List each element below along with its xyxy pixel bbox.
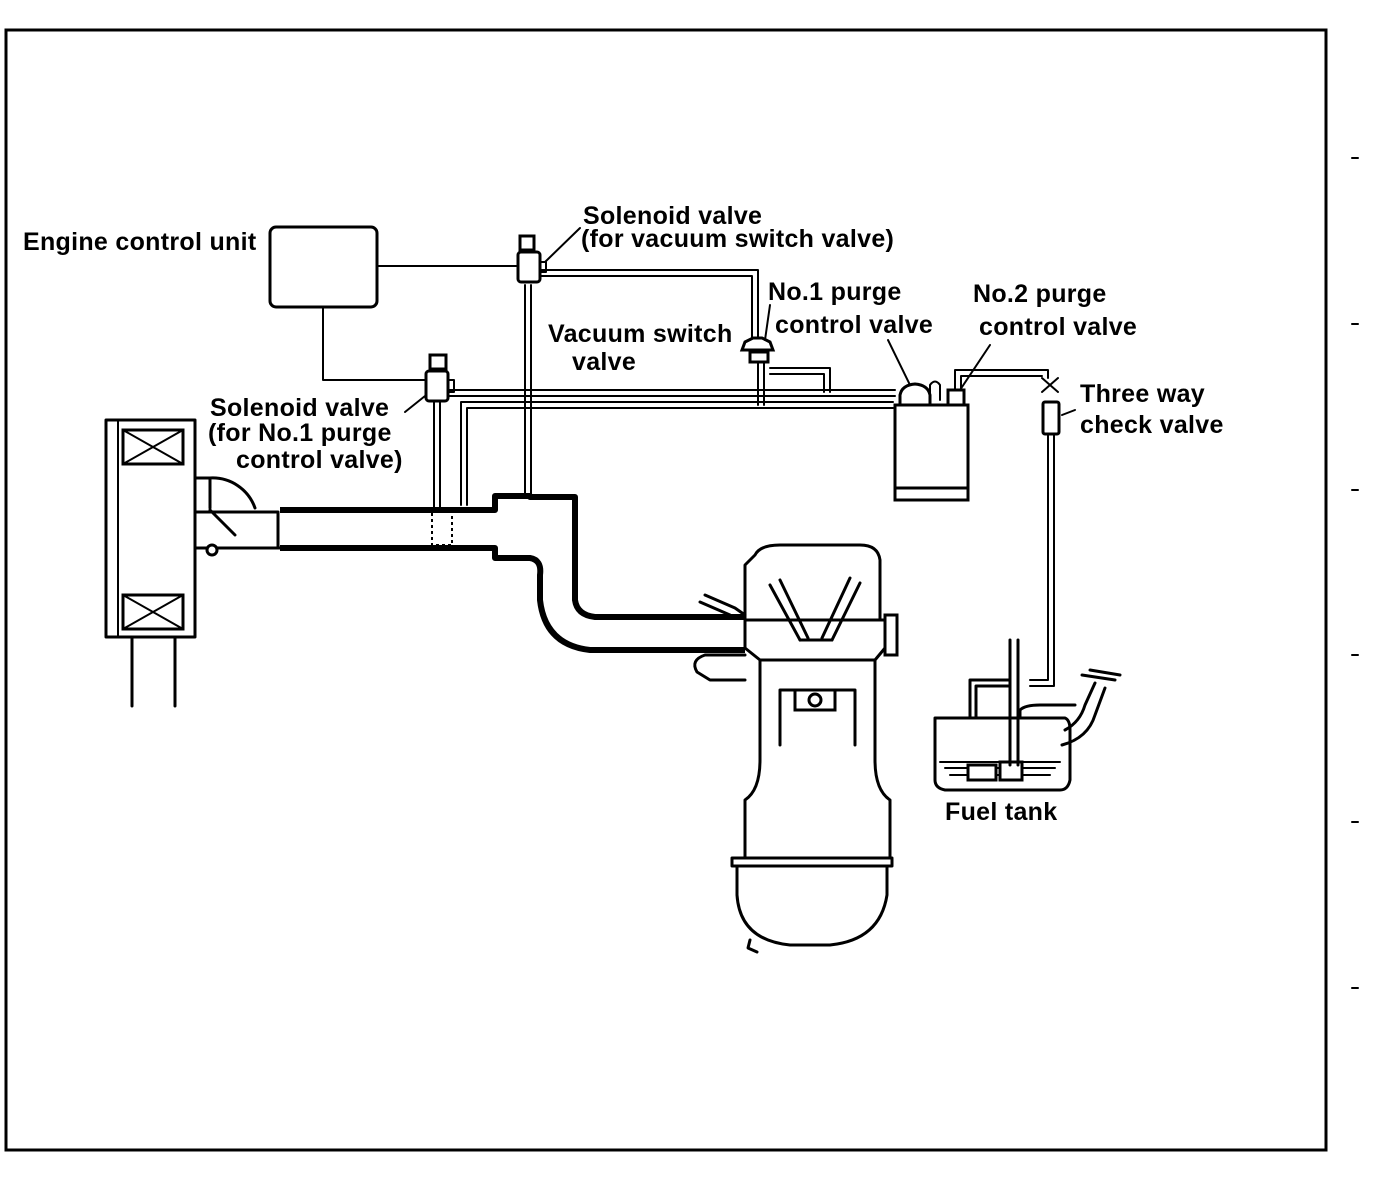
diagram-frame [4, 28, 1328, 1152]
fuel-tank [933, 638, 1122, 792]
air-flow-meter [193, 476, 282, 557]
label-engine-control-unit: Engine control unit [23, 228, 257, 256]
label-fuel-tank: Fuel tank [945, 798, 1057, 826]
air-cleaner [104, 418, 197, 708]
label-solenoid-no1-2: (for No.1 purge [208, 419, 392, 447]
label-solenoid-no1-3: control valve) [236, 446, 403, 474]
label-solenoid-no1-1: Solenoid valve [210, 394, 389, 422]
charcoal-canister [893, 380, 970, 502]
label-vacuum-switch-2: valve [572, 348, 636, 376]
label-three-way-1: Three way [1080, 380, 1205, 408]
solenoid-valve-no1-purge [424, 353, 455, 403]
label-no2-purge-1: No.2 purge [973, 280, 1107, 308]
vacuum-hoses [433, 269, 1055, 687]
label-no1-purge-1: No.1 purge [768, 278, 902, 306]
label-solenoid-vsv-1: Solenoid valve [583, 202, 762, 230]
vacuum-switch-valve [739, 336, 776, 364]
margin-ticks [1351, 157, 1359, 989]
solenoid-valve-vacuum-switch [516, 234, 547, 284]
label-no1-purge-2: control valve [775, 311, 933, 339]
label-three-way-2: check valve [1080, 411, 1224, 439]
leader-lines [404, 227, 1076, 416]
intake-duct [280, 493, 745, 653]
three-way-check-valve [1041, 377, 1061, 436]
engine-control-unit [268, 225, 379, 309]
engine [693, 543, 899, 954]
ecu-wire-to-no1-solenoid [322, 306, 426, 381]
label-no2-purge-2: control valve [979, 313, 1137, 341]
label-vacuum-switch-1: Vacuum switch [548, 320, 733, 348]
label-solenoid-vsv-2: (for vacuum switch valve) [581, 225, 894, 253]
